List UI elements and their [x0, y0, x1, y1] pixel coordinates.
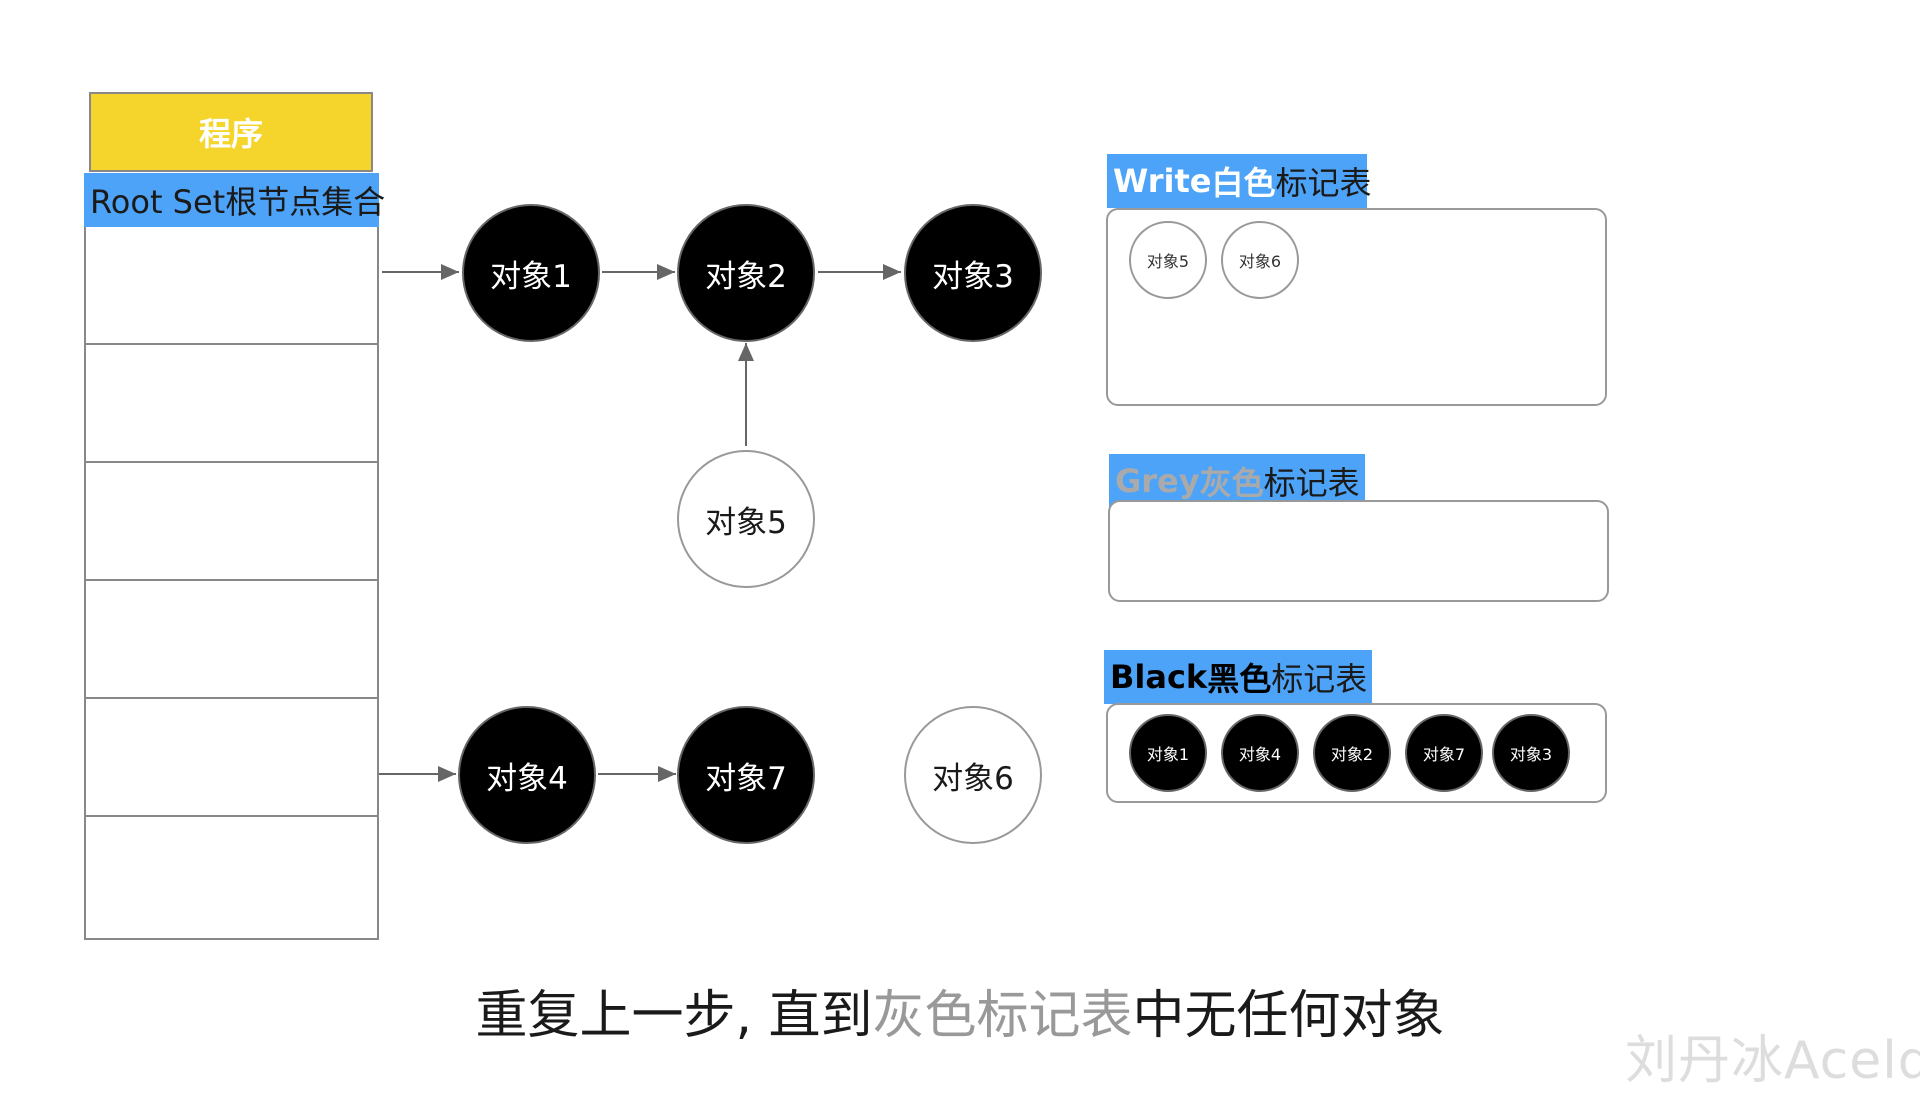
- grey-table-box: [1108, 500, 1609, 602]
- grey-table-title: Grey 灰色 标记表: [1109, 454, 1365, 508]
- root-set-table: [84, 227, 379, 940]
- node-obj7: 对象7: [677, 706, 815, 844]
- white-table-title: Write 白色 标记表: [1107, 154, 1372, 208]
- node-obj3: 对象3: [904, 204, 1042, 342]
- black-table-item: 对象3: [1492, 714, 1570, 792]
- root-set-row: [86, 463, 377, 581]
- caption-before: 重复上一步, 直到: [475, 985, 873, 1046]
- white-table-item: 对象6: [1221, 221, 1299, 299]
- black-table-suffix: 标记表: [1271, 660, 1368, 698]
- root-set-row: [86, 345, 377, 463]
- watermark: 刘丹冰Aceld: [1625, 1031, 1920, 1091]
- root-set-row: [86, 581, 377, 699]
- black-table-item: 对象2: [1313, 714, 1391, 792]
- node-obj6: 对象6: [904, 706, 1042, 844]
- caption-after: 中无任何对象: [1132, 985, 1445, 1046]
- black-table-item: 对象1: [1129, 714, 1207, 792]
- grey-table-keyword: Grey: [1115, 462, 1200, 500]
- black-table-keyword: Black: [1110, 658, 1208, 696]
- white-table-color-word: 白色: [1211, 164, 1276, 202]
- caption-highlight: 灰色标记表: [872, 985, 1133, 1046]
- black-table-item: 对象4: [1221, 714, 1299, 792]
- node-obj5: 对象5: [677, 450, 815, 588]
- white-table-box: 对象5 对象6: [1106, 208, 1607, 406]
- root-set-row: [86, 227, 377, 345]
- black-table-item: 对象7: [1405, 714, 1483, 792]
- node-obj2: 对象2: [677, 204, 815, 342]
- root-set-row: [86, 817, 377, 935]
- grey-table-color-word: 灰色: [1199, 464, 1264, 502]
- node-obj1: 对象1: [462, 204, 600, 342]
- node-obj4: 对象4: [458, 706, 596, 844]
- root-set-row: [86, 699, 377, 817]
- root-set-label: Root Set根节点集合: [84, 173, 385, 227]
- black-table-box: 对象1 对象4 对象2 对象7 对象3: [1106, 703, 1607, 803]
- program-box: 程序: [89, 92, 373, 172]
- black-table-title: Black 黑色 标记表: [1104, 650, 1372, 704]
- white-table-suffix: 标记表: [1275, 164, 1372, 202]
- white-table-item: 对象5: [1129, 221, 1207, 299]
- grey-table-suffix: 标记表: [1263, 464, 1360, 502]
- white-table-keyword: Write: [1113, 162, 1212, 200]
- caption: 重复上一步, 直到灰色标记表中无任何对象: [0, 975, 1920, 1046]
- black-table-color-word: 黑色: [1207, 660, 1272, 698]
